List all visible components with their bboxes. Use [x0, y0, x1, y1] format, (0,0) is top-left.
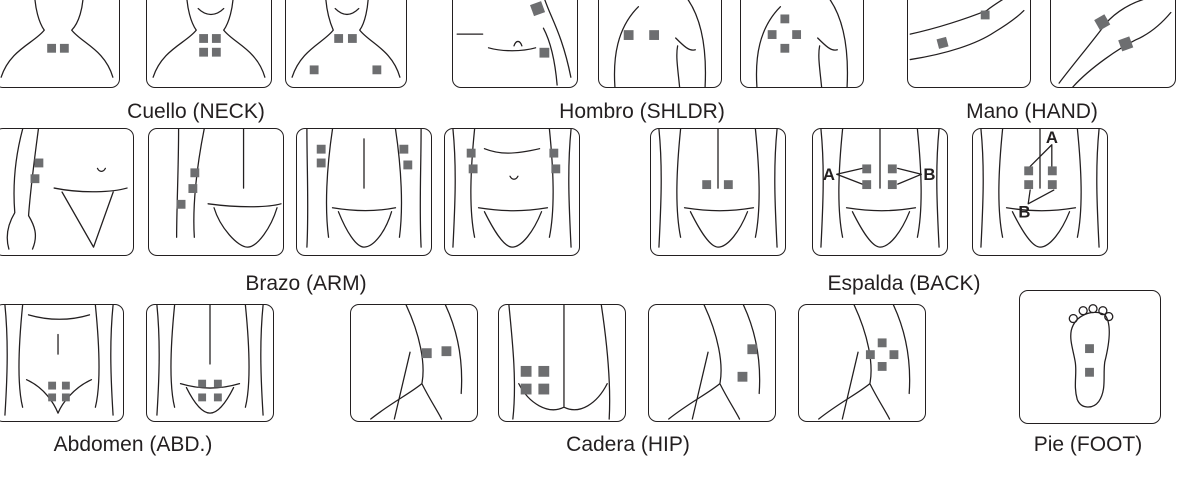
caption-abdomen: Abdomen (ABD.): [54, 433, 213, 457]
back2-marker-b: B: [1018, 203, 1030, 222]
shoulder-panel-2: [598, 0, 722, 88]
neck-panel-1: [0, 0, 120, 88]
caption-back: Espalda (BACK): [828, 272, 981, 296]
back-panel-1: [650, 128, 786, 256]
shoulder-panel-1: [452, 0, 578, 88]
arm-panel-4: [444, 128, 580, 256]
hip-panel-3: [648, 304, 776, 422]
back-marker-b: B: [923, 165, 935, 184]
caption-foot: Pie (FOOT): [1034, 433, 1143, 457]
abdomen-panel-1: [0, 304, 124, 422]
arm-panel-1: [0, 128, 134, 256]
caption-hip: Cadera (HIP): [566, 433, 690, 457]
hip-panel-1: [350, 304, 478, 422]
hip-panel-2: [498, 304, 626, 422]
caption-neck: Cuello (NECK): [127, 100, 265, 124]
caption-hand: Mano (HAND): [966, 100, 1098, 124]
shoulder-panel-3: [740, 0, 864, 88]
hand-panel-1: [907, 0, 1031, 88]
abdomen-panel-2: [146, 304, 274, 422]
neck-panel-3: [285, 0, 407, 88]
foot-panel: [1019, 290, 1161, 424]
caption-shoulder: Hombro (SHLDR): [559, 100, 725, 124]
back2-marker-a: A: [1046, 129, 1058, 147]
caption-arm: Brazo (ARM): [245, 272, 366, 296]
arm-panel-2: [148, 128, 284, 256]
hand-panel-2: [1050, 0, 1176, 88]
back-panel-2: A B: [812, 128, 948, 256]
arm-panel-3: [296, 128, 432, 256]
neck-panel-2: [146, 0, 272, 88]
hip-panel-4: [798, 304, 926, 422]
back-panel-3: A B: [972, 128, 1108, 256]
back-marker-a: A: [823, 165, 835, 184]
